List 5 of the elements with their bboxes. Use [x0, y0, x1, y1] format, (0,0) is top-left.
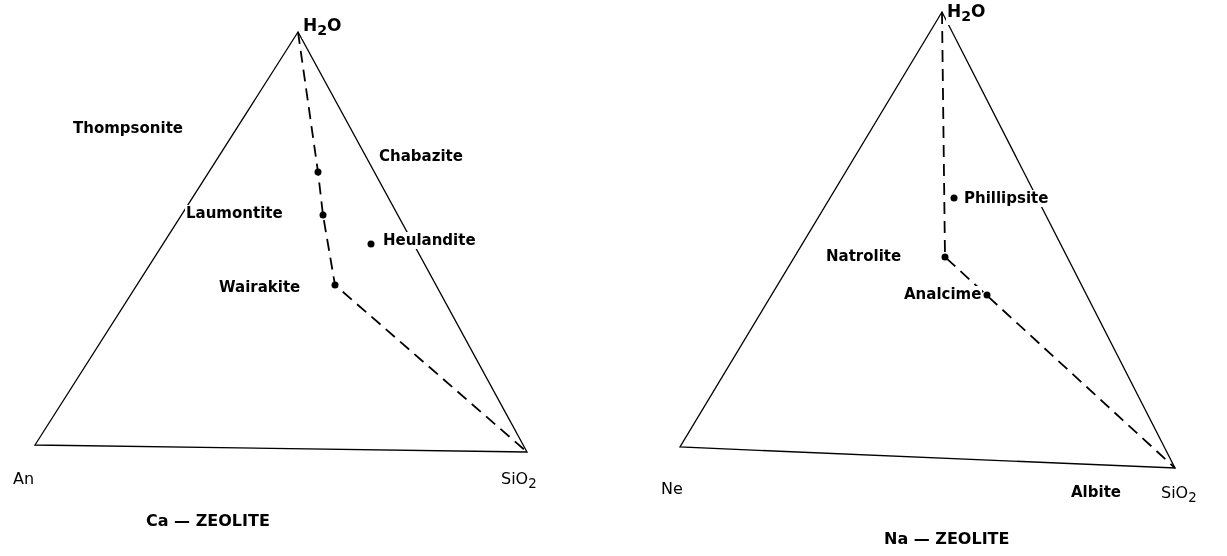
vertex-label: H$_{2}$O	[302, 16, 343, 39]
mineral-label: Phillipsite	[963, 190, 1050, 207]
mineral-label: Thompsonite	[72, 120, 184, 137]
mineral-label: Heulandite	[382, 232, 477, 249]
vertex-label: H$_{2}$O	[946, 2, 987, 25]
